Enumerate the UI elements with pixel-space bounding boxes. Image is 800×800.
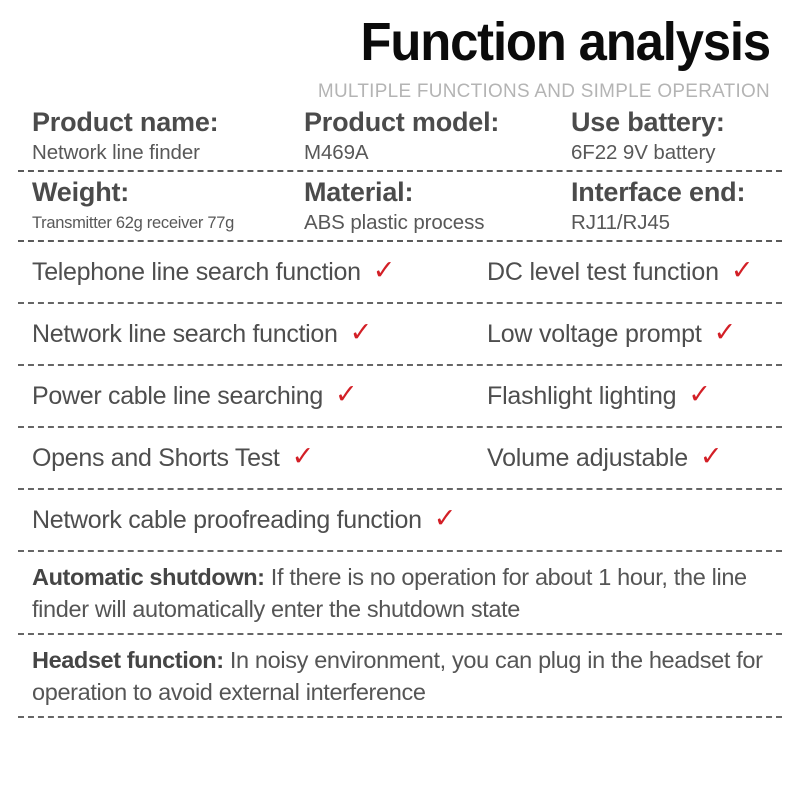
divider [18,550,782,552]
divider [18,364,782,366]
feature-row: Opens and Shorts Test ✓ Volume adjustabl… [18,428,782,488]
feature-row: Telephone line search function ✓ DC leve… [18,242,782,302]
feature-row: Power cable line searching ✓ Flashlight … [18,366,782,426]
feature-network-line-search: Network line search function ✓ [18,316,473,349]
feature-volume-adjustable: Volume adjustable ✓ [473,440,782,473]
note-headset-function: Headset function: In noisy environment, … [18,635,782,716]
spec-value: Network line finder [32,141,200,164]
feature-label: Flashlight lighting [487,382,677,410]
spec-table: Product name: Network line finder Produc… [18,102,782,242]
feature-label: Opens and Shorts Test [32,444,280,472]
note-body: Automatic shutdown: If there is no opera… [32,561,782,625]
spec-value: Transmitter 62g receiver 77g [32,213,235,232]
check-icon: ✓ [688,378,711,409]
feature-opens-and-shorts-test: Opens and Shorts Test ✓ [18,440,473,473]
spec-cell-use-battery: Use battery: 6F22 9V battery [557,106,782,167]
check-icon: ✓ [730,254,754,285]
spec-label: Use battery: [571,107,725,137]
note-term: Headset function: [32,647,224,673]
feature-label: Power cable line searching [32,382,323,410]
spec-cell-interface-end: Interface end: RJ11/RJ45 [557,176,782,237]
divider [18,633,782,635]
check-icon: ✓ [334,378,358,409]
spec-value: 6F22 9V battery [571,141,716,164]
feature-dc-level-test: DC level test function ✓ [473,254,782,287]
feature-label: Telephone line search function [32,258,361,286]
feature-low-voltage-prompt: Low voltage prompt ✓ [473,316,782,349]
spec-label: Product name: [32,107,219,137]
note-term: Automatic shutdown: [32,564,265,590]
spec-cell-product-model: Product model: M469A [290,106,557,167]
check-icon: ✓ [349,316,373,347]
page-title: Function analysis [360,12,771,72]
feature-flashlight-lighting: Flashlight lighting ✓ [473,378,782,411]
feature-label: DC level test function [487,258,719,286]
check-icon: ✓ [699,440,723,471]
feature-row: Network cable proofreading function ✓ [18,490,782,550]
spec-row: Product name: Network line finder Produc… [18,102,782,170]
page-subtitle: MULTIPLE FUNCTIONS AND SIMPLE OPERATION [317,80,770,102]
spec-label: Weight: [32,177,130,207]
feature-label: Network line search function [32,320,338,348]
feature-telephone-line-search: Telephone line search function ✓ [18,254,473,287]
check-icon: ✓ [713,316,737,347]
spec-cell-weight: Weight: Transmitter 62g receiver 77g [18,176,290,237]
feature-list: Telephone line search function ✓ DC leve… [18,242,782,552]
spec-value: M469A [304,141,369,164]
feature-network-cable-proofreading: Network cable proofreading function ✓ [18,502,473,535]
check-icon: ✓ [372,254,396,285]
divider [18,426,782,428]
divider [18,170,782,172]
note-description: If there is no operation for about 1 hou… [32,564,747,622]
check-icon: ✓ [291,440,315,471]
spec-value: RJ11/RJ45 [571,211,670,234]
divider [18,302,782,304]
note-body: Headset function: In noisy environment, … [32,644,782,708]
note-description: In noisy environment, you can plug in th… [32,647,763,705]
spec-label: Product model: [304,107,500,137]
check-icon: ✓ [433,502,457,533]
divider [18,240,782,242]
divider [18,716,782,718]
spec-row: Weight: Transmitter 62g receiver 77g Mat… [18,172,782,240]
header: Function analysis MULTIPLE FUNCTIONS AND… [18,0,782,102]
note-automatic-shutdown: Automatic shutdown: If there is no opera… [18,552,782,633]
divider [18,488,782,490]
spec-cell-product-name: Product name: Network line finder [18,106,290,167]
spec-cell-material: Material: ABS plastic process [290,176,557,237]
feature-label: Low voltage prompt [487,320,702,348]
spec-label: Interface end: [571,177,746,207]
spec-value: ABS plastic process [304,211,485,234]
feature-label: Volume adjustable [487,444,688,472]
feature-power-cable-line-searching: Power cable line searching ✓ [18,378,473,411]
feature-label: Network cable proofreading function [32,506,422,534]
feature-row: Network line search function ✓ Low volta… [18,304,782,364]
spec-label: Material: [304,177,414,207]
note-list: Automatic shutdown: If there is no opera… [18,552,782,718]
